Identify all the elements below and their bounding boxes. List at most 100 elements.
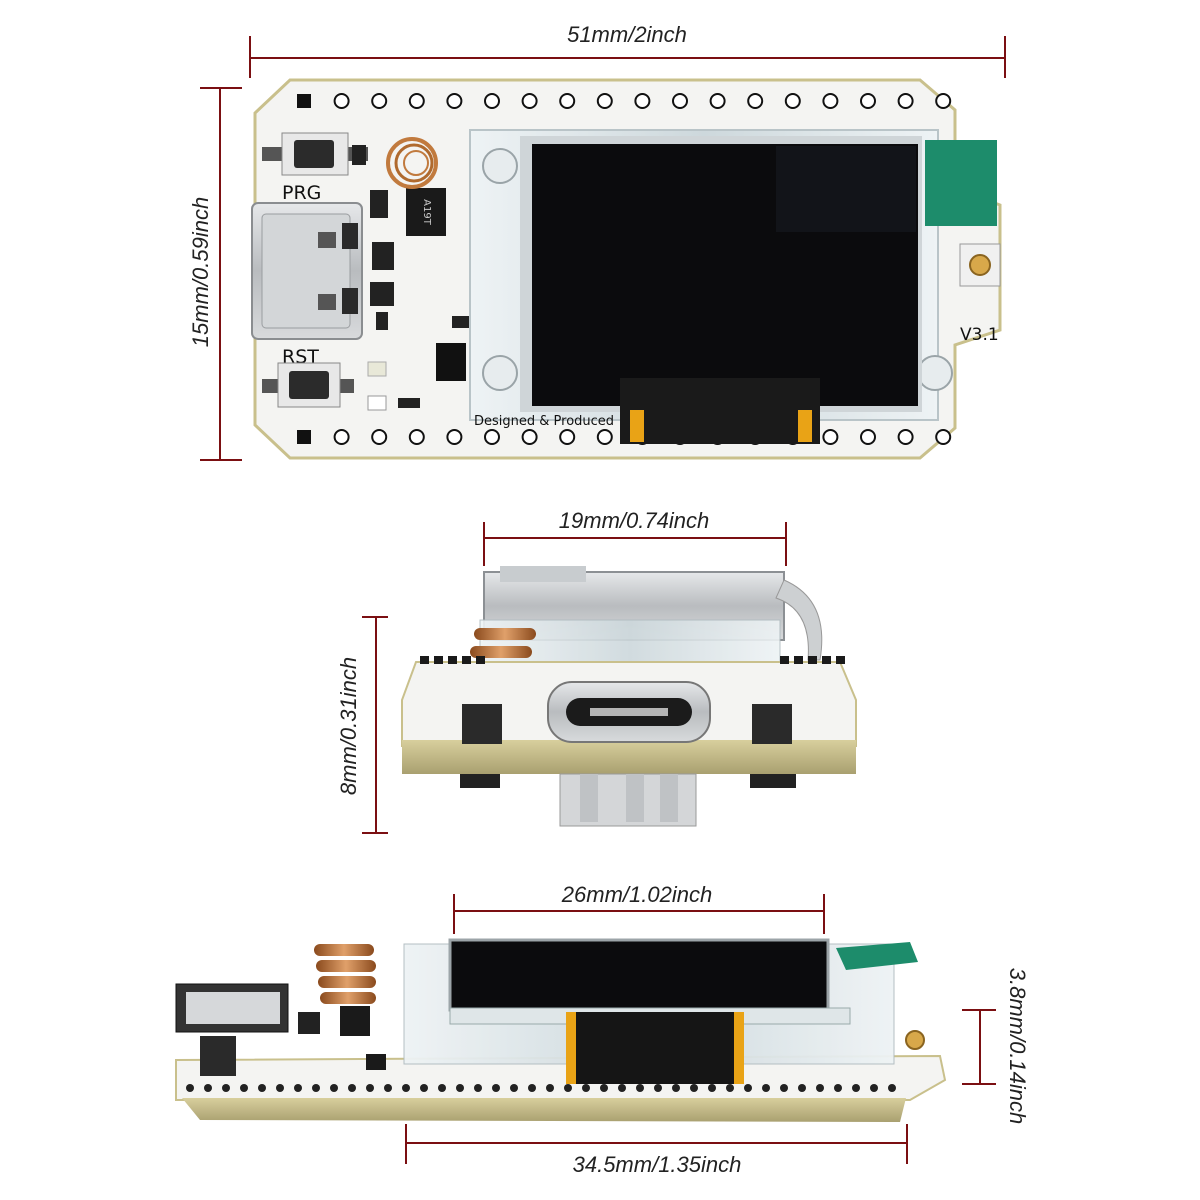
side-pin-hole — [492, 1084, 500, 1092]
castellation — [836, 656, 845, 664]
pin-hole — [596, 93, 613, 109]
pin-hole — [521, 93, 538, 109]
pin-hole — [860, 429, 876, 445]
top-width-label: 51mm/2inch — [567, 22, 687, 47]
side-pin-hole — [474, 1084, 482, 1092]
side-pin-hole — [690, 1084, 698, 1092]
pin-hole — [897, 93, 914, 109]
pin-hole — [860, 93, 876, 109]
front-width-dimension: 19mm/0.74inch — [483, 506, 787, 566]
pin-hole — [446, 93, 463, 109]
side-pin-hole — [708, 1084, 716, 1092]
thickness-dimension: 3.8mm/0.14inch — [962, 968, 1030, 1125]
chip-marking: A19T — [421, 199, 432, 226]
pin-hole — [521, 429, 538, 445]
regulator-chip-icon: A19T — [406, 188, 446, 236]
pin-hole — [935, 429, 952, 445]
smd-components — [352, 145, 474, 411]
mount-screw-icon — [482, 355, 518, 391]
front-pin-header — [460, 773, 796, 827]
top-height-label: 15mm/0.59inch — [188, 197, 213, 347]
castellation — [462, 656, 471, 664]
mount-screw-icon — [917, 355, 953, 391]
flex-cable-amber-strip — [566, 1012, 576, 1084]
side-pin-hole — [420, 1084, 428, 1092]
side-pin-hole — [582, 1084, 590, 1092]
side-pin-hole — [618, 1084, 626, 1092]
front-shield-tab — [500, 566, 586, 582]
side-pin-hole — [816, 1084, 824, 1092]
front-height-label: 8mm/0.31inch — [336, 657, 361, 795]
front-pcb-edge — [402, 740, 856, 774]
side-pin-hole — [204, 1084, 212, 1092]
rst-push-button-icon — [262, 362, 354, 408]
side-pin-hole — [798, 1084, 806, 1092]
castellation — [420, 656, 429, 664]
side-pin-hole — [402, 1084, 410, 1092]
side-pin-hole — [276, 1084, 284, 1092]
flex-cable-amber-strip — [630, 410, 644, 442]
side-pin-hole — [654, 1084, 662, 1092]
thickness-label: 3.8mm/0.14inch — [1005, 968, 1030, 1125]
side-oled-display-icon — [448, 938, 830, 1012]
designed-text: Designed & Produced — [474, 414, 614, 429]
side-pin-hole — [348, 1084, 356, 1092]
board-length-label: 34.5mm/1.35inch — [573, 1152, 742, 1177]
pin-hole — [784, 93, 801, 109]
top-pin-header-row — [297, 93, 952, 109]
top-height-dimension: 15mm/0.59inch — [188, 87, 242, 461]
ipex-connector-icon — [959, 243, 1001, 287]
oled-flex-cable — [620, 378, 820, 444]
pin-hole — [559, 93, 576, 109]
flex-cable-amber-strip — [734, 1012, 744, 1084]
side-flex-cable — [568, 1012, 740, 1084]
usb-c-port-icon — [251, 202, 363, 340]
castellation — [780, 656, 789, 664]
castellation — [448, 656, 457, 664]
oled-width-label: 26mm/1.02inch — [561, 882, 712, 907]
side-ipex-connector-icon — [905, 1030, 925, 1050]
castellation — [434, 656, 443, 664]
side-pin-hole — [312, 1084, 320, 1092]
front-height-dimension: 8mm/0.31inch — [336, 616, 388, 834]
side-pin-hole — [294, 1084, 302, 1092]
castellation — [822, 656, 831, 664]
pin-hole — [596, 429, 613, 445]
mount-screw-icon — [482, 148, 518, 184]
side-smd-chip — [298, 1012, 320, 1034]
side-pin-hole — [852, 1084, 860, 1092]
side-pin-hole — [186, 1084, 194, 1092]
side-pin-hole — [726, 1084, 734, 1092]
side-pin-hole — [762, 1084, 770, 1092]
pin-hole — [408, 429, 425, 445]
side-pin-hole — [744, 1084, 752, 1092]
side-pin-hole — [528, 1084, 536, 1092]
front-pin-castellations-right — [780, 656, 845, 664]
side-pin-hole — [366, 1084, 374, 1092]
front-usb-c-port-icon — [547, 681, 711, 743]
pin-hole — [446, 429, 463, 445]
pin-hole — [408, 93, 425, 109]
side-pin-hole — [240, 1084, 248, 1092]
side-pin-holes — [186, 1084, 896, 1092]
pin-hole — [297, 94, 311, 108]
pin-hole — [935, 93, 952, 109]
pin-hole — [333, 93, 350, 109]
front-pin-castellations-left — [420, 656, 485, 664]
side-green-tape — [836, 942, 918, 970]
side-pin-hole — [258, 1084, 266, 1092]
side-pin-hole — [870, 1084, 878, 1092]
copper-coil-antenna-icon — [386, 137, 438, 189]
side-pin-hole — [510, 1084, 518, 1092]
pin-hole — [484, 429, 500, 445]
castellation — [794, 656, 803, 664]
oled-reflection — [776, 146, 916, 232]
green-tape — [925, 140, 997, 226]
side-smd-chip — [366, 1054, 386, 1070]
oled-width-dimension: 26mm/1.02inch — [453, 880, 825, 934]
pin-hole — [897, 429, 914, 445]
side-pin-hole — [780, 1084, 788, 1092]
prg-label: PRG — [282, 182, 321, 204]
side-pin-hole — [834, 1084, 842, 1092]
